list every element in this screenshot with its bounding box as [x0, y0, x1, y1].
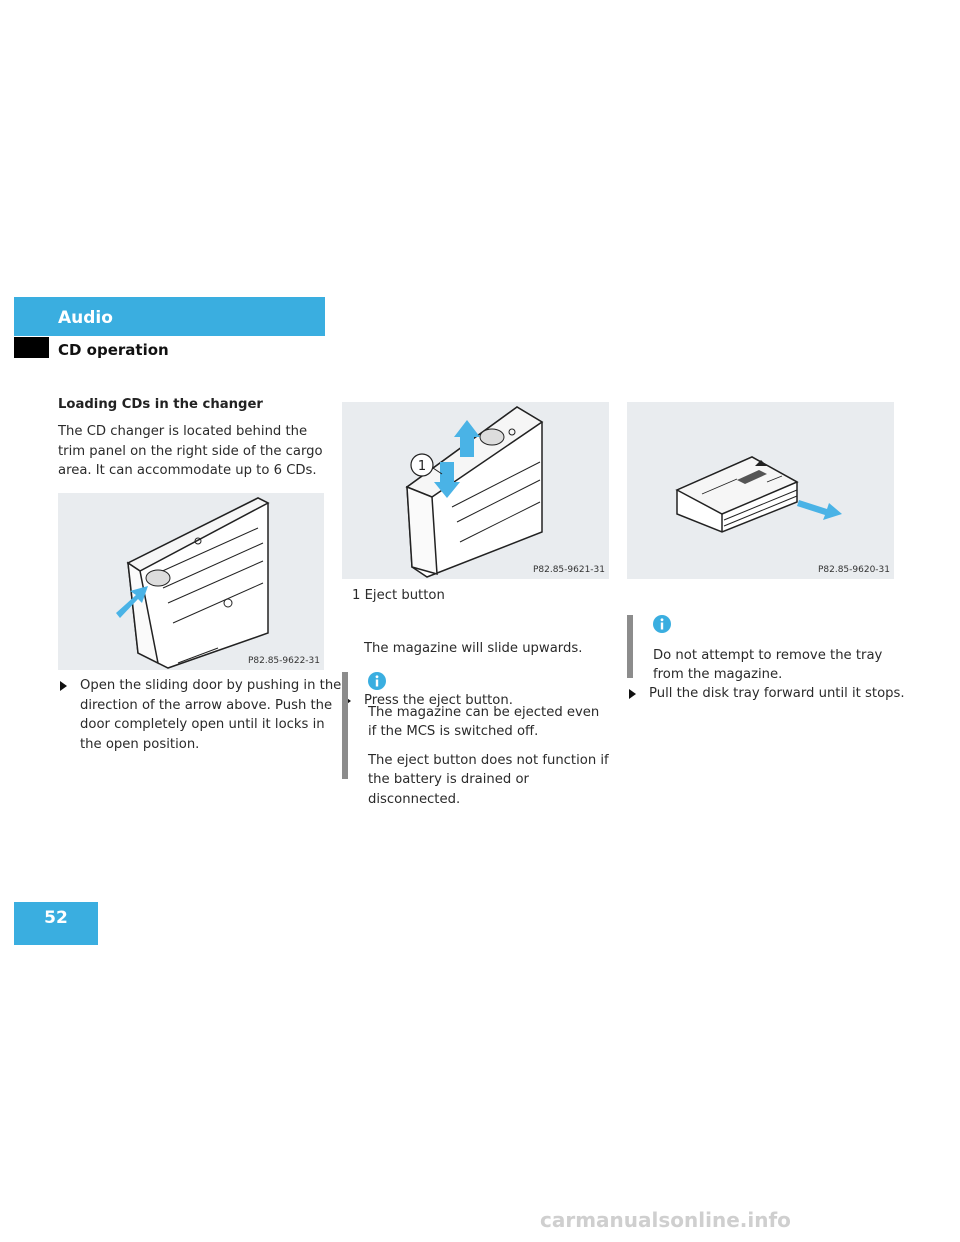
- note-paragraph: Do not attempt to remove the tray from t…: [653, 647, 883, 683]
- magazine-eject-illustration: 1: [405, 406, 544, 578]
- intro-paragraph: The CD changer is located behind the tri…: [58, 424, 323, 478]
- pull-arrow-icon: [797, 500, 842, 520]
- legend-row: 1 Eject button: [352, 586, 608, 606]
- note-box-tray: Do not attempt to remove the tray from t…: [627, 615, 895, 682]
- watermark: carmanualsonline.info: [540, 1208, 791, 1232]
- up-arrow-icon: [454, 420, 480, 457]
- note-paragraph: The magazine can be ejected even if the …: [368, 704, 600, 740]
- section-title: Audio: [58, 308, 113, 328]
- step-pull-tray: Pull the disk tray forward until it stop…: [627, 684, 917, 704]
- bullet-triangle-icon: [60, 681, 67, 691]
- direction-arrow-icon: [116, 586, 148, 618]
- legend-text: Eject button: [364, 588, 445, 603]
- figure-disk-tray: P82.85-9620-31: [627, 402, 894, 579]
- figure-code: P82.85-9620-31: [817, 565, 890, 575]
- disk-tray-illustration: [675, 456, 842, 533]
- figure-code: P82.85-9621-31: [532, 565, 605, 575]
- header-bar: [14, 297, 325, 336]
- info-icon: [653, 615, 671, 633]
- cd-changer-illustration: [116, 497, 270, 669]
- callout-number: 1: [418, 459, 426, 474]
- step-open-door: Open the sliding door by pushing in the …: [58, 676, 348, 754]
- callout-circle: [410, 453, 434, 477]
- page-number-box: [14, 902, 98, 945]
- subsection-title: CD operation: [58, 341, 169, 359]
- figure-code: P82.85-9622-31: [247, 656, 320, 666]
- step-text: Open the sliding door by pushing in the …: [80, 678, 342, 752]
- bullet-triangle-icon: [629, 688, 636, 699]
- note-paragraph: The eject button does not function if th…: [368, 752, 609, 807]
- section-heading: Loading CDs in the changer: [58, 397, 263, 412]
- note-box-eject: The magazine can be ejected even if the …: [342, 672, 610, 807]
- info-icon: [368, 672, 386, 690]
- step-text: Press the eject button.: [364, 693, 513, 708]
- figure-cd-changer-door: P82.85-9622-31: [58, 493, 324, 670]
- section-tab-marker: [14, 337, 49, 358]
- legend-number: 1: [352, 588, 361, 603]
- down-arrow-icon: [434, 462, 460, 498]
- step-result: The magazine will slide upwards.: [364, 641, 583, 656]
- step-text: Pull the disk tray forward until it stop…: [649, 685, 905, 701]
- page-number: 52: [44, 908, 68, 928]
- figure-eject-button: 1 P82.85-9621-31: [342, 402, 609, 579]
